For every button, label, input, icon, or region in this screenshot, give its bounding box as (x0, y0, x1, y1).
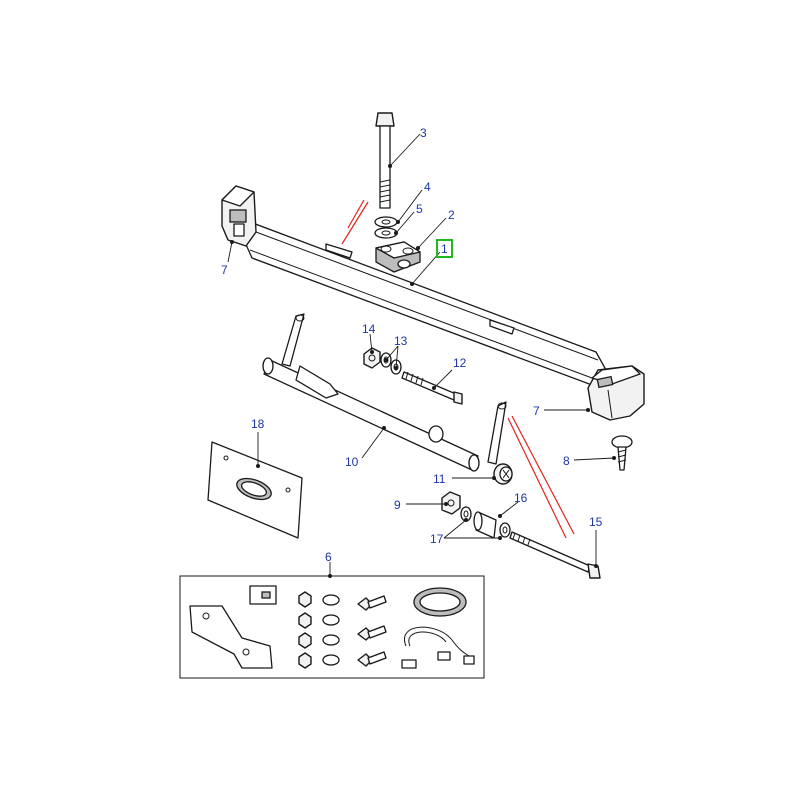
screw-part-8[interactable] (611, 435, 633, 471)
kit-badge (413, 587, 467, 617)
plug-part-11[interactable] (493, 463, 513, 485)
fitting-kit-part-6[interactable] (179, 575, 485, 679)
assembly-lines (341, 199, 575, 539)
callout-15[interactable]: 15 (589, 515, 603, 529)
callout-4[interactable]: 4 (424, 180, 431, 194)
callout-3[interactable]: 3 (420, 126, 427, 140)
crossmember-beam-part-1[interactable] (243, 221, 607, 389)
kit-wiring-harness (401, 626, 475, 669)
leader-lines (227, 133, 616, 578)
callout-7-right[interactable]: 7 (533, 404, 540, 418)
clamp-plate-part-2[interactable] (375, 241, 421, 273)
callout-9[interactable]: 9 (394, 498, 401, 512)
callout-2[interactable]: 2 (448, 208, 455, 222)
callout-8[interactable]: 8 (563, 454, 570, 468)
callout-12[interactable]: 12 (453, 356, 467, 370)
end-bracket-right-part-7[interactable] (587, 365, 645, 421)
washer-part-5[interactable] (374, 227, 398, 239)
spacer-part-16[interactable] (473, 511, 497, 539)
bolt-part-12[interactable] (401, 371, 463, 405)
callout-17[interactable]: 17 (430, 532, 444, 546)
callout-1[interactable]: 1 (441, 242, 448, 256)
callout-10[interactable]: 10 (345, 455, 359, 469)
callout-5[interactable]: 5 (416, 202, 423, 216)
washer-part-13[interactable] (380, 352, 402, 375)
callout-11[interactable]: 11 (433, 472, 446, 486)
end-bracket-left-part-7[interactable] (221, 185, 257, 247)
bolt-part-3[interactable] (375, 112, 395, 209)
callout-7-left[interactable]: 7 (221, 263, 228, 277)
callout-labels: 1 2 3 4 5 6 7 7 8 9 10 11 12 13 14 15 16… (221, 126, 603, 564)
bolt-part-15[interactable] (509, 531, 601, 579)
callout-18[interactable]: 18 (251, 417, 265, 431)
tow-bar-part-10[interactable] (262, 313, 507, 472)
washer-part-4[interactable] (374, 216, 398, 228)
nut-part-9[interactable] (441, 491, 461, 515)
kit-bolts (357, 595, 387, 667)
callout-14[interactable]: 14 (362, 322, 376, 336)
kit-nuts (298, 591, 312, 669)
plate-bracket-part-18[interactable] (207, 441, 303, 539)
callout-16[interactable]: 16 (514, 491, 528, 505)
kit-washers (322, 594, 340, 666)
highlight-box-callout-1 (436, 239, 453, 258)
washer-part-17-right[interactable] (499, 522, 511, 538)
callout-6[interactable]: 6 (325, 550, 332, 564)
callout-13[interactable]: 13 (394, 334, 408, 348)
